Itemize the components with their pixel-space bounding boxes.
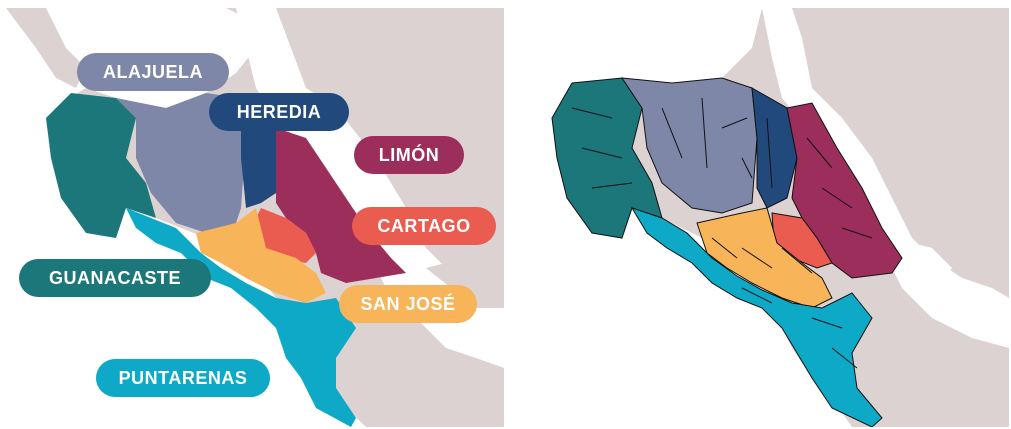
pacific-ocean xyxy=(512,8,852,427)
panama-land xyxy=(426,248,504,308)
label-cartago: CARTAGO xyxy=(352,207,496,245)
label-limon: LIMÓN xyxy=(354,136,464,174)
district-map-panel xyxy=(512,8,1009,427)
label-puntarenas: PUNTARENAS xyxy=(96,359,270,397)
label-guanacaste: GUANACASTE xyxy=(19,259,211,297)
lake xyxy=(582,33,612,63)
bay xyxy=(892,238,952,288)
region-alajuela xyxy=(620,77,758,214)
province-map-panel: ALAJUELA HEREDIA LIMÓN CARTAGO GUANACAST… xyxy=(6,8,504,427)
province-alajuela xyxy=(116,93,246,233)
region-san-jose xyxy=(696,207,833,309)
district-boundaries xyxy=(571,97,873,369)
label-san-jose: SAN JOSÉ xyxy=(339,285,477,323)
province-puntarenas xyxy=(126,208,356,427)
region-puntarenas xyxy=(630,207,883,427)
nicaragua-land xyxy=(6,8,86,88)
province-guanacaste xyxy=(46,93,156,238)
caribbean-sea xyxy=(762,8,1009,348)
districts xyxy=(551,77,903,427)
region-limon xyxy=(786,102,903,279)
district-map xyxy=(512,8,1009,427)
label-alajuela: ALAJUELA xyxy=(77,53,229,91)
province-san-jose xyxy=(196,208,326,303)
label-heredia: HEREDIA xyxy=(209,93,349,131)
